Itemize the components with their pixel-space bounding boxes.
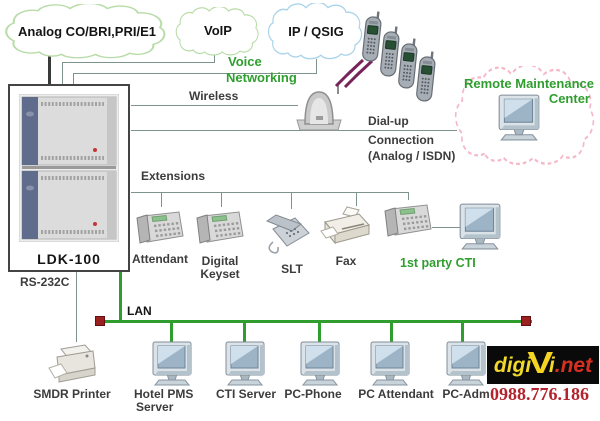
line-qsig-horizontal xyxy=(73,73,317,74)
pc-attendant-monitor-icon xyxy=(368,340,412,386)
extensions-label: Extensions xyxy=(141,169,206,183)
smdr-printer-label: SMDR Printer xyxy=(33,387,111,401)
line-lan-bus xyxy=(99,320,532,323)
line-voip-stub xyxy=(214,52,215,62)
cti-phone-icon xyxy=(383,199,433,239)
fax-icon xyxy=(317,205,373,249)
analog-cloud: Analog CO/BRI,PRI/E1 xyxy=(2,4,172,60)
wireless-label: Wireless xyxy=(189,89,239,103)
logo-text-net: .net xyxy=(554,353,593,377)
ip-qsig-cloud: IP / QSIG xyxy=(266,3,366,61)
pbx-model-label: LDK-100 xyxy=(37,251,101,267)
lan-label: LAN xyxy=(127,304,152,318)
digital-keyset-label-2: Keyset xyxy=(200,267,240,281)
pbx-cabinet-image xyxy=(19,94,119,242)
fax-label: Fax xyxy=(335,254,357,268)
line-voip-horizontal xyxy=(62,62,215,63)
voice-networking-label-2: Networking xyxy=(226,70,297,85)
logo-text-i: i xyxy=(548,353,555,377)
line-drop-attendant xyxy=(161,193,162,207)
pc-phone-monitor-icon xyxy=(298,340,342,386)
digital-keyset-icon xyxy=(195,206,245,246)
rs232c-label: RS-232C xyxy=(20,275,70,289)
dialup-label-2: Connection xyxy=(368,133,434,147)
line-analog-trunk xyxy=(48,55,51,85)
smdr-printer-icon xyxy=(44,341,102,387)
voip-cloud-label: VoIP xyxy=(204,23,232,38)
cti-label: 1st party CTI xyxy=(400,256,476,270)
attendant-label: Attendant xyxy=(132,252,188,266)
line-qsig-stub xyxy=(316,59,317,73)
pms-server-label-1: Hotel PMS xyxy=(134,387,194,401)
line-dialup xyxy=(131,130,457,131)
cti-server-label: CTI Server xyxy=(215,387,277,401)
logo-text-v: V xyxy=(527,346,554,380)
remote-cloud-label-2: Center xyxy=(548,91,590,106)
cti-server-monitor-icon xyxy=(223,340,267,386)
analog-cloud-label: Analog CO/BRI,PRI/E1 xyxy=(18,24,156,39)
line-qsig-drop xyxy=(73,73,74,84)
vendor-phone-number: 0988.776.186 xyxy=(490,384,589,404)
cordless-handset-icon xyxy=(413,50,439,104)
pms-server-label-2: Server xyxy=(136,400,174,414)
lan-terminator-right xyxy=(521,316,531,326)
attendant-phone-icon xyxy=(135,206,185,246)
pbx-ldk100-box: LDK-100 xyxy=(8,84,130,272)
line-drop-digital xyxy=(221,193,222,207)
ip-qsig-cloud-label: IP / QSIG xyxy=(288,24,344,39)
line-rs232c xyxy=(76,272,77,342)
dialup-label-3: (Analog / ISDN) xyxy=(368,149,456,163)
dialup-label-1: Dial-up xyxy=(368,114,409,128)
cti-monitor-icon xyxy=(457,202,503,250)
pc-phone-label: PC-Phone xyxy=(284,387,342,401)
pc-adm-label: PC-Adm xyxy=(442,387,490,401)
voip-cloud: VoIP xyxy=(174,7,262,57)
line-voip-drop xyxy=(62,62,63,84)
line-drop-pms xyxy=(170,323,173,342)
line-pbx-to-lan xyxy=(119,272,122,322)
digital-keyset-label-1: Digital xyxy=(201,254,239,268)
line-drop-fax xyxy=(356,193,357,206)
line-extensions-bus xyxy=(131,192,409,193)
line-drop-cti-server xyxy=(243,323,246,342)
pms-server-monitor-icon xyxy=(150,340,194,386)
line-drop-pc-attendant xyxy=(390,323,393,342)
line-drop-pc-adm xyxy=(461,323,464,342)
line-drop-slt xyxy=(291,193,292,209)
remote-cloud-label-1: Remote Maintenance xyxy=(463,76,594,91)
remote-monitor-icon xyxy=(496,93,542,141)
logo-text-digi: digi xyxy=(493,353,532,377)
wireless-base-station-icon xyxy=(292,82,346,132)
pc-attendant-label: PC Attendant xyxy=(358,387,434,401)
voice-networking-label-1: Voice xyxy=(228,54,262,69)
line-wireless xyxy=(131,105,298,106)
remote-maintenance-cloud: Remote Maintenance Center xyxy=(452,66,600,168)
pc-adm-monitor-icon xyxy=(444,340,488,386)
slt-label: SLT xyxy=(281,262,303,276)
line-drop-pc-phone xyxy=(318,323,321,342)
line-cti-link xyxy=(432,227,460,228)
slt-phone-icon xyxy=(263,209,313,255)
lan-terminator-left xyxy=(95,316,105,326)
line-drop-cti-phone xyxy=(408,193,409,200)
